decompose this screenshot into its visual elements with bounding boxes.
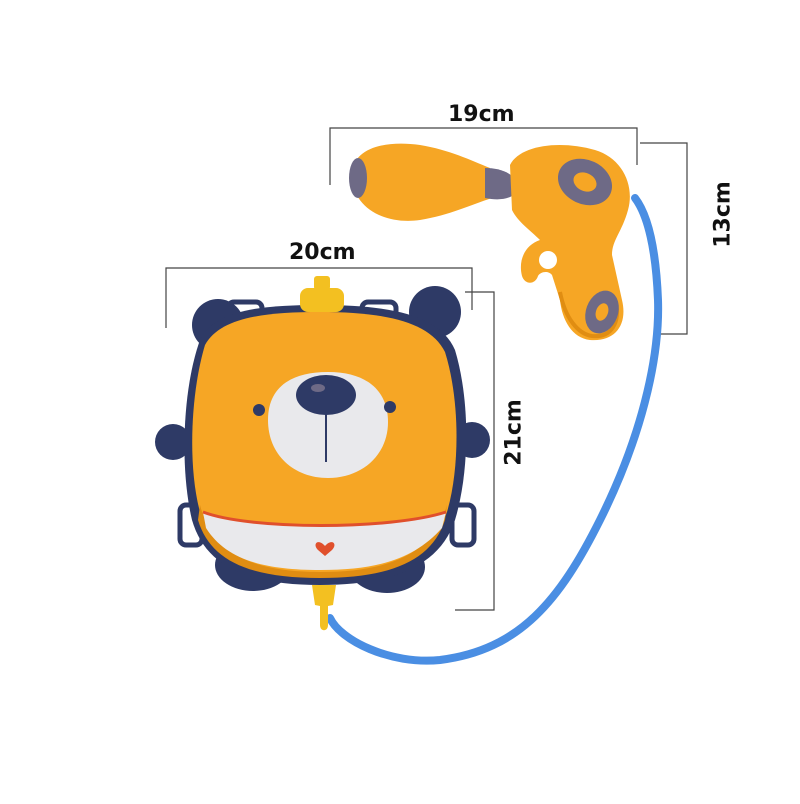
gun-width-line (329, 127, 638, 185)
heart-icon (315, 542, 335, 556)
backpack-cap-top (314, 276, 330, 290)
bear-eye-left (253, 404, 265, 416)
bear-nose (296, 375, 356, 415)
gun-trigger-hole (539, 251, 557, 269)
backpack-width-label: 20cm (289, 240, 356, 265)
gun-grip-ring-inner (595, 303, 609, 321)
backpack-height-line (455, 291, 495, 611)
gun-width-label: 19cm (448, 102, 515, 127)
backpack-width-line (165, 267, 473, 328)
gun-height-label: 13cm (710, 181, 736, 248)
bear-backpack (155, 276, 490, 631)
water-hose (326, 194, 663, 665)
gun-height-line (640, 142, 688, 335)
bear-side-bump-left (155, 424, 191, 460)
bear-eye-right (384, 401, 396, 413)
gun-muzzle-cap (349, 158, 367, 198)
bear-belly-band (203, 512, 446, 570)
gun-barrel (352, 143, 492, 221)
water-gun (349, 143, 630, 341)
dimension-lines (165, 127, 688, 611)
backpack-cap-base (300, 288, 344, 312)
bear-nose-highlight (311, 384, 325, 392)
gun-joint (485, 168, 512, 200)
backpack-outlet-nozzle (312, 585, 336, 631)
bear-belly-stripe (202, 510, 447, 527)
backpack-height-label: 21cm (501, 399, 527, 466)
gun-side-ring-inner (573, 172, 597, 192)
